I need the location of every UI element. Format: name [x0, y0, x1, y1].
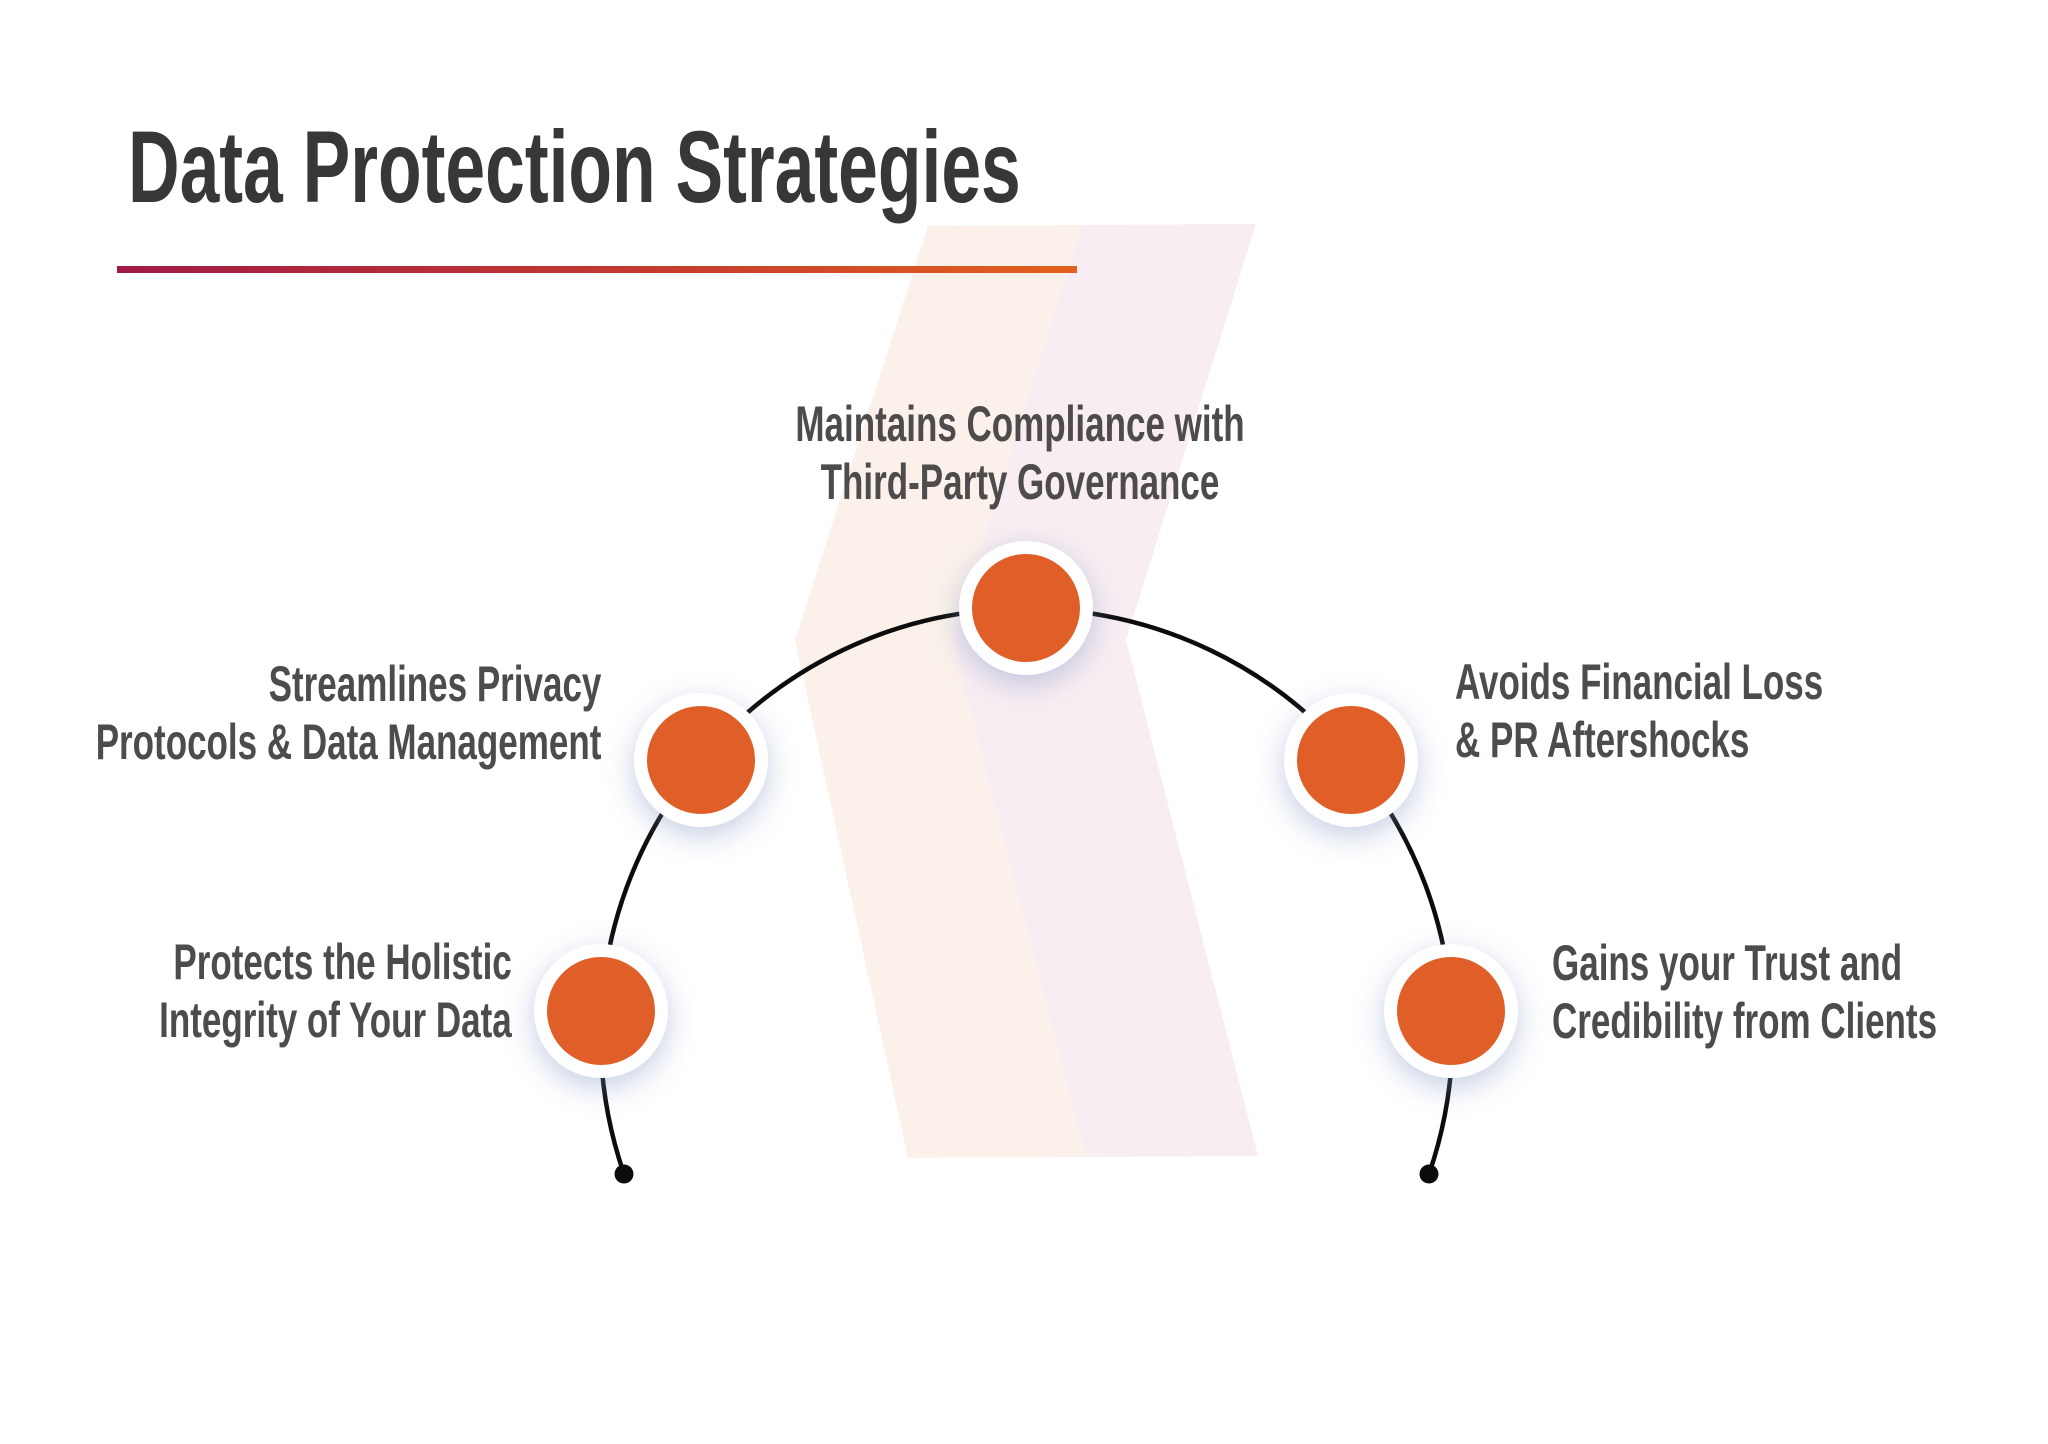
- node-protects-data-integrity: [534, 944, 668, 1078]
- node-gains-trust: [1384, 944, 1518, 1078]
- label-streamlines-privacy: Streamlines Privacy Protocols & Data Man…: [95, 655, 601, 771]
- node-avoids-financial-loss: [1284, 693, 1418, 827]
- label-line: Third-Party Governance: [820, 454, 1220, 510]
- label-avoids-financial-loss: Avoids Financial Loss & PR Aftershocks: [1455, 653, 1823, 769]
- node-streamlines-privacy: [634, 693, 768, 827]
- label-line: Maintains Compliance with: [795, 396, 1245, 452]
- node-maintains-compliance: [959, 541, 1093, 675]
- label-gains-trust: Gains your Trust and Credibility from Cl…: [1552, 934, 1937, 1050]
- label-line: Integrity of Your Data: [159, 992, 512, 1048]
- node-dot: [1297, 706, 1405, 814]
- label-line: Streamlines Privacy: [268, 656, 601, 712]
- label-protects-data-integrity: Protects the Holistic Integrity of Your …: [159, 933, 512, 1049]
- watermark-band-pink: [952, 224, 1258, 1157]
- label-maintains-compliance: Maintains Compliance with Third-Party Go…: [600, 395, 1440, 511]
- page-title: Data Protection Strategies: [128, 110, 1021, 224]
- arc-end-dot-left: [614, 1164, 634, 1184]
- label-line: Credibility from Clients: [1552, 993, 1938, 1049]
- arc-end-dot-right: [1419, 1164, 1439, 1184]
- node-dot: [647, 706, 755, 814]
- node-dot: [1397, 957, 1505, 1065]
- label-line: Protocols & Data Management: [95, 714, 601, 770]
- label-line: Protects the Holistic: [173, 934, 512, 990]
- title-underline-rule: [117, 266, 1077, 273]
- node-dot: [972, 554, 1080, 662]
- watermark-band-cream: [795, 225, 1086, 1158]
- label-line: Gains your Trust and: [1552, 935, 1903, 991]
- label-line: Avoids Financial Loss: [1455, 654, 1824, 710]
- label-line: & PR Aftershocks: [1455, 712, 1750, 768]
- node-dot: [547, 957, 655, 1065]
